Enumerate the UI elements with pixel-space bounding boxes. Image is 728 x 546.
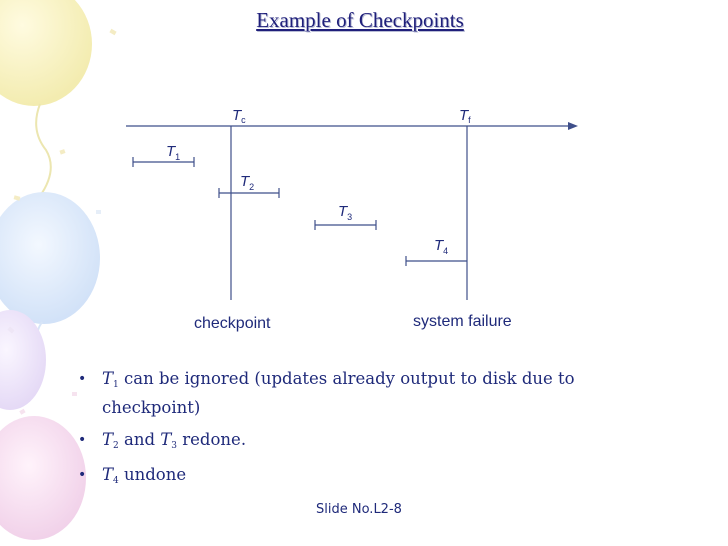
bullet-t4-text: T4 undone (102, 465, 187, 486)
transaction-t3: T3 (314, 203, 377, 230)
slide-title: Example of Checkpoints (256, 8, 464, 32)
yellow-balloon (0, 0, 92, 197)
bullet-t2-t3-text: T2 and T3 redone. (102, 430, 247, 451)
transaction-t4: T4 (405, 237, 467, 266)
bullet-dot: • (78, 432, 87, 448)
tf-label: Tf (459, 107, 471, 125)
t2-label: T2 (240, 173, 254, 192)
lavender-balloon (0, 310, 46, 410)
t1-label: T1 (166, 143, 180, 162)
transaction-t1: T1 (132, 143, 195, 167)
bullet-t1-text: T1 can be ignored (updates already outpu… (102, 369, 575, 390)
bullet-t1-text-line2: checkpoint) (102, 398, 201, 417)
transaction-t2: T2 (218, 173, 280, 198)
checkpoint-label: checkpoint (194, 315, 271, 332)
time-axis-arrowhead (568, 122, 578, 130)
bullet-dot: • (78, 467, 87, 483)
pink-balloon (0, 416, 86, 540)
bullet-dot: • (78, 371, 87, 387)
system-failure-label: system failure (413, 313, 512, 330)
tc-label: Tc (232, 107, 246, 125)
t3-label: T3 (338, 203, 352, 222)
confetti (7, 28, 117, 415)
t4-label: T4 (434, 237, 448, 256)
slide-number: Slide No.L2-8 (316, 502, 402, 517)
